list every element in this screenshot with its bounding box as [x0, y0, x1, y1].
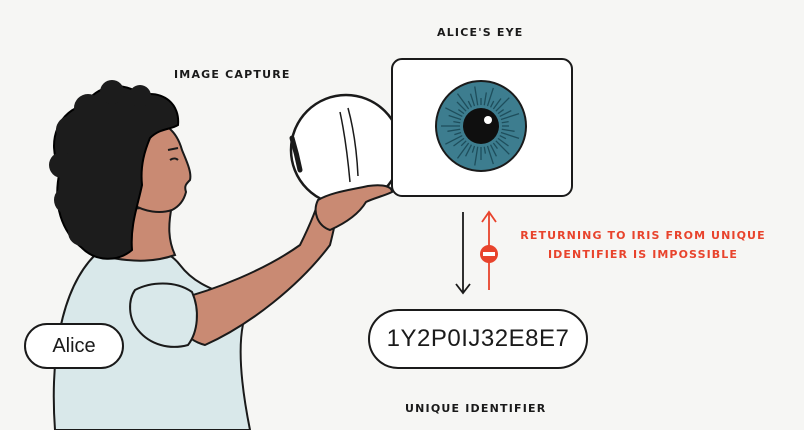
warning-line-2: IDENTIFIER IS IMPOSSIBLE [547, 248, 738, 261]
alice-sleeve [129, 282, 198, 348]
unique-identifier-label: UNIQUE IDENTIFIER [405, 402, 547, 415]
no-entry-icon [480, 245, 498, 263]
alice-figure [49, 80, 339, 430]
unique-identifier-value: 1Y2P0IJ32E8E7 [368, 309, 588, 369]
warning-text: RETURNING TO IRIS FROM UNIQUE IDENTIFIER… [497, 226, 789, 264]
alice-hand [314, 184, 394, 232]
image-capture-label: IMAGE CAPTURE [174, 68, 291, 81]
warning-line-1: RETURNING TO IRIS FROM UNIQUE [520, 229, 766, 242]
eye-icon [435, 80, 527, 172]
arrow-down-icon [455, 212, 471, 295]
alice-name-tag: Alice [24, 323, 124, 369]
alices-eye-label: ALICE'S EYE [437, 26, 524, 39]
alice-arm [173, 186, 339, 347]
